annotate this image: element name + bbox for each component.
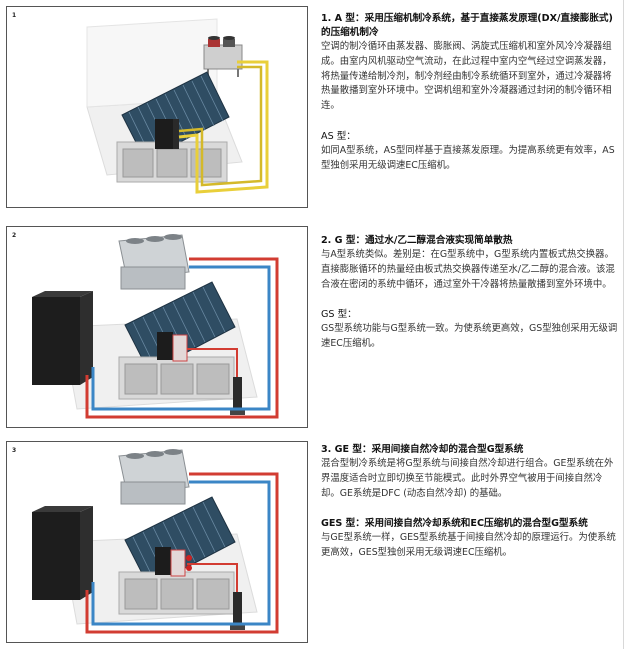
- warm-glycol-pipe: [85, 257, 279, 419]
- section-sub-body: 与GE型系统一样，GES型系统基于间接自然冷却的原理运行。为使系统更高效，GES…: [321, 532, 616, 559]
- warm-glycol-pipe: [85, 472, 279, 634]
- indoor-cabinet: [32, 506, 93, 600]
- server-rack-cabinet: [118, 281, 236, 400]
- outdoor-condenser: [203, 36, 243, 77]
- a-type-system-diagram: [86, 18, 269, 194]
- heat-exchanger-pipe: [187, 348, 238, 377]
- panel-number: 2: [12, 232, 17, 239]
- cold-glycol-pipe: [91, 265, 271, 411]
- g-type-system-diagram: [32, 234, 279, 419]
- dry-cooler: [118, 234, 190, 290]
- section-ge-type: 3. GE 型：采用间接自然冷却的混合型G型系统 混合型制冷系统是将G型系统与间…: [321, 443, 618, 561]
- section-body: 空调的制冷循环由蒸发器、膨胀阀、涡旋式压缩机和室外风冷冷凝器组成。由室内风机驱动…: [321, 41, 612, 112]
- indoor-ac-unit: [155, 119, 173, 149]
- section-heading: 3. GE 型：采用间接自然冷却的混合型G型系统: [321, 444, 524, 455]
- ge-type-system-diagram: [32, 449, 279, 634]
- dry-cooler: [118, 449, 190, 505]
- section-body: 混合型制冷系统是将G型系统与间接自然冷却进行组合。GE型系统在外界温度适合时立即…: [321, 458, 614, 499]
- section-body: 与A型系统类似。差别是：在G型系统中，G型系统内置板式热交换器。直接膨胀循环的热…: [321, 249, 615, 290]
- panel-number: 1: [12, 12, 17, 19]
- refrigerant-pipe-2: [178, 65, 263, 187]
- diagram-panel-1: 1: [6, 6, 308, 208]
- circulation-pump: [230, 377, 245, 415]
- section-sub-body: GS型系统功能与G型系统一致。为使系统更高效，GS型独创采用无级调速EC压缩机。: [321, 323, 618, 350]
- server-rack-cabinet: [116, 71, 230, 183]
- diagram-panel-3: 3: [6, 441, 308, 643]
- section-heading: 1. A 型：采用压缩机制冷系统，基于直接蒸发原理(DX/直接膨胀式)的压缩机制…: [321, 13, 613, 38]
- heat-exchanger-pipe: [187, 563, 238, 592]
- free-cooling-valves: [186, 555, 192, 571]
- section-sub-heading: AS 型：: [321, 130, 356, 142]
- plate-heat-exchanger: [172, 334, 188, 362]
- section-g-type: 2. G 型：通过水/乙二醇混合液实现简单散热 与A型系统类似。差别是：在G型系…: [321, 234, 618, 352]
- section-heading: 2. G 型：通过水/乙二醇混合液实现简单散热: [321, 235, 513, 246]
- diagram-panel-2: 2: [6, 226, 308, 428]
- indoor-ac-unit-side: [173, 119, 179, 149]
- refrigerant-pipe-1: [178, 60, 269, 194]
- plate-heat-exchanger: [170, 549, 186, 577]
- section-a-type: 1. A 型：采用压缩机制冷系统，基于直接蒸发原理(DX/直接膨胀式)的压缩机制…: [321, 12, 618, 174]
- cold-glycol-pipe: [91, 480, 271, 626]
- circulation-pump: [230, 592, 245, 630]
- section-sub-heading: GES 型：采用间接自然冷却系统和EC压缩机的混合型G型系统: [321, 518, 588, 530]
- panel-number: 3: [12, 447, 17, 454]
- indoor-ac-unit: [155, 547, 171, 575]
- indoor-cabinet: [32, 291, 93, 385]
- indoor-ac-unit: [157, 332, 173, 360]
- section-sub-body: 如同A型系统，AS型同样基于直接蒸发原理。为提高系统更有效率，AS型独创采用无级…: [321, 144, 615, 171]
- page-edge-line: [623, 0, 624, 649]
- section-sub-heading: GS 型：: [321, 309, 357, 321]
